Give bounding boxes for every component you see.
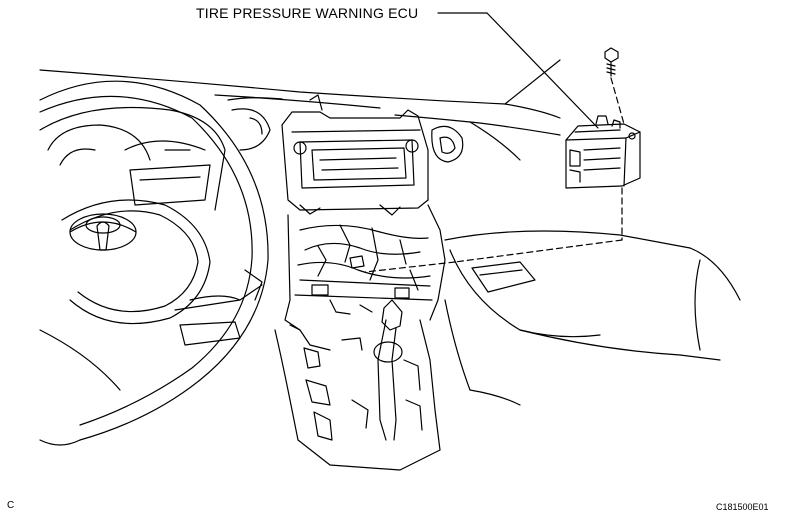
lower-console [284, 204, 446, 331]
mounting-screw [604, 47, 619, 77]
ecu-callout-label: TIRE PRESSURE WARNING ECU [196, 5, 419, 21]
installation-guide-lines [364, 77, 625, 273]
steering-wheel [39, 80, 269, 446]
toyota-emblem [69, 213, 137, 251]
shift-lever-area [274, 299, 441, 471]
dashboard-outline [39, 59, 561, 163]
instrument-cluster [39, 106, 226, 211]
corner-letter: C [7, 500, 15, 511]
center-stack [281, 94, 429, 216]
figure-code: C181500E01 [716, 502, 769, 512]
tire-pressure-ecu [565, 115, 641, 189]
callout-leader-line [437, 12, 599, 129]
glove-box-area [444, 230, 741, 406]
